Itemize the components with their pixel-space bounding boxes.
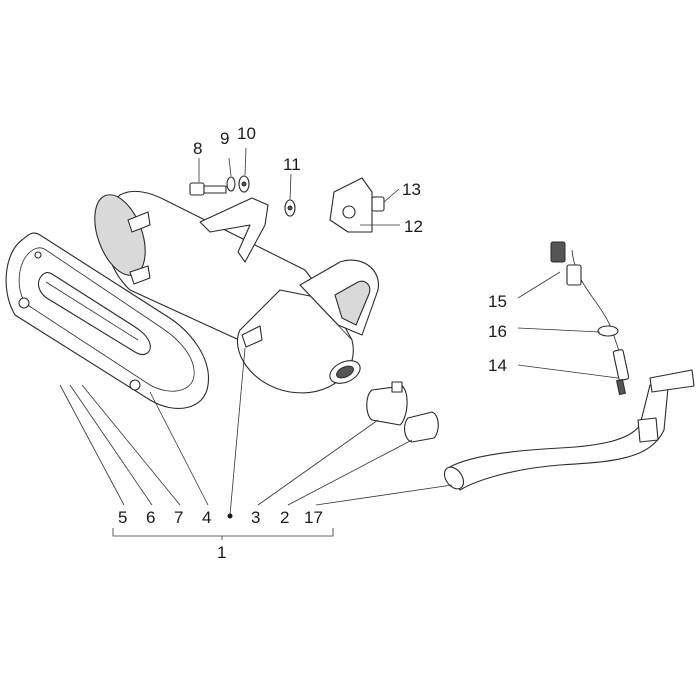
callout-17: 17	[304, 508, 323, 527]
callout-10: 10	[237, 124, 256, 143]
sensor-clip	[597, 325, 619, 337]
callout-7: 7	[174, 508, 183, 527]
callout-2: 2	[280, 508, 289, 527]
callout-14: 14	[488, 356, 507, 375]
bracket-12	[329, 177, 373, 233]
callout-6: 6	[146, 508, 155, 527]
nut-11	[284, 199, 296, 217]
clamp-3	[366, 381, 408, 426]
washer-10	[238, 175, 250, 193]
nut-13	[371, 196, 385, 212]
washer-9	[226, 176, 236, 192]
mount-bolt	[189, 182, 227, 196]
lambda-sensor	[571, 249, 630, 396]
callout-13: 13	[402, 180, 421, 199]
exhaust-pipe	[443, 369, 695, 491]
callout-16: 16	[488, 322, 507, 341]
center-dot	[227, 513, 233, 519]
callout-labels: 8 9 10 11 13 12 15 16 14 5 6 7 4 3 2 17 …	[118, 124, 507, 562]
leader-lines	[59, 147, 619, 540]
callout-3: 3	[251, 508, 260, 527]
callout-4: 4	[202, 508, 211, 527]
gasket-2	[403, 411, 439, 443]
callout-9: 9	[220, 129, 229, 148]
heat-shield	[5, 232, 209, 409]
callout-11: 11	[283, 155, 301, 174]
callout-8: 8	[193, 139, 202, 158]
callout-5: 5	[118, 508, 127, 527]
callout-15: 15	[488, 292, 507, 311]
sensor-connector	[550, 241, 582, 286]
callout-12: 12	[404, 217, 423, 236]
muffler-body	[94, 190, 379, 394]
callout-1: 1	[217, 543, 226, 562]
